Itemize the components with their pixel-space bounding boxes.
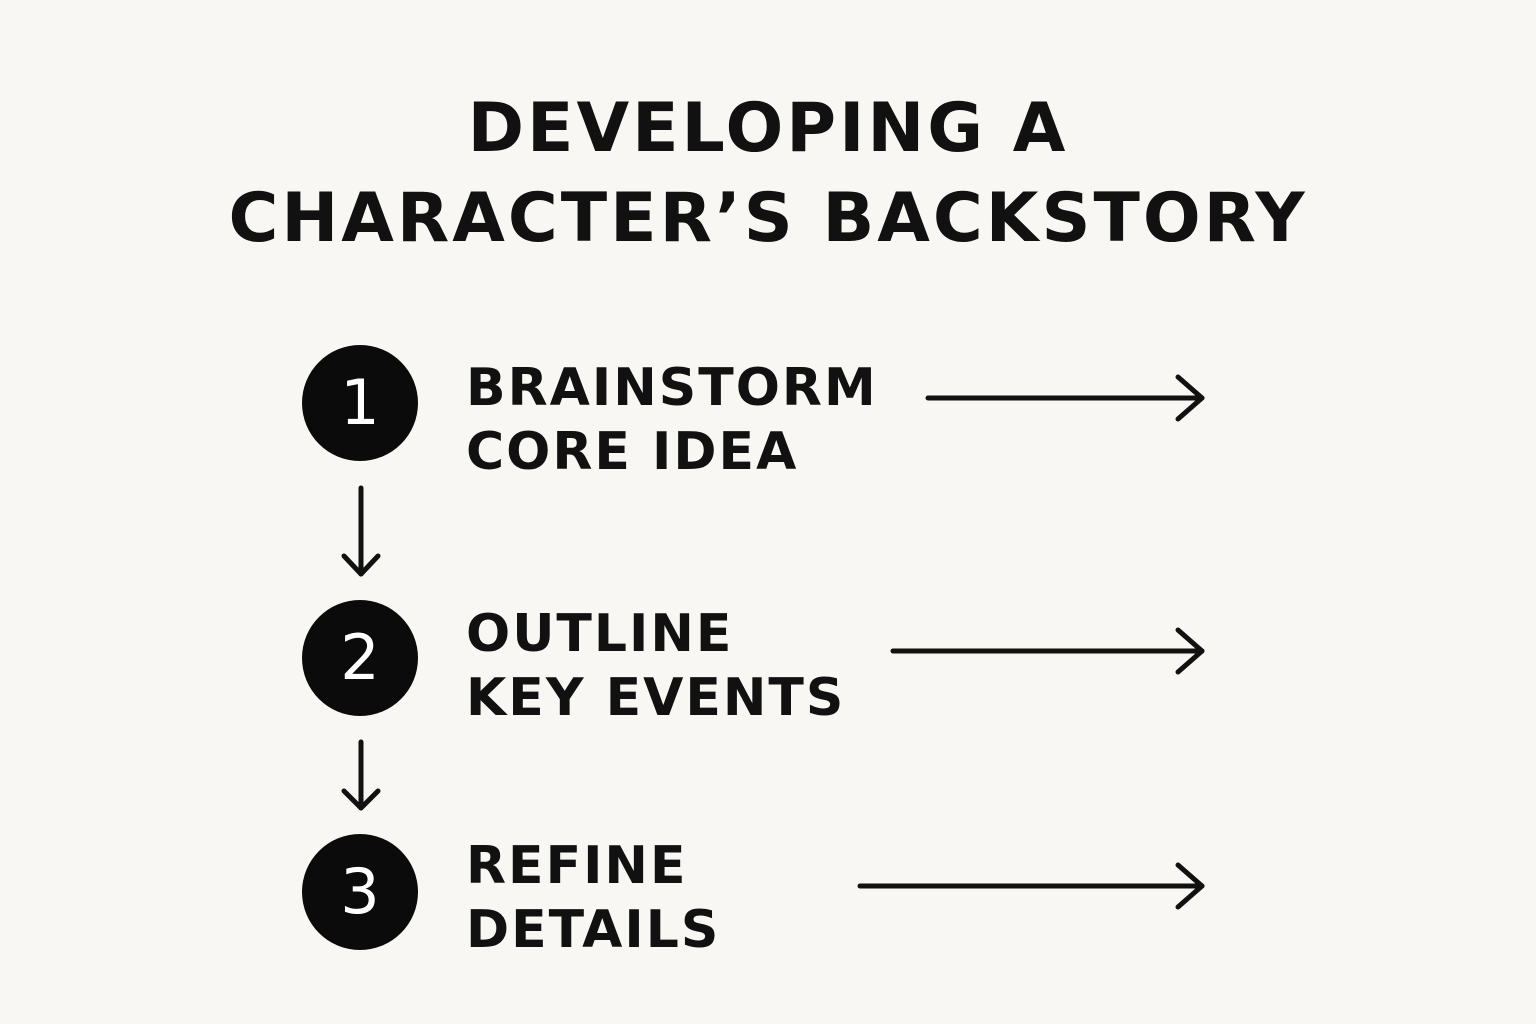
step-2-label-line-1: OUTLINE bbox=[466, 604, 734, 664]
step-2-label-line-2: KEY EVENTS bbox=[466, 668, 846, 728]
step-2-to-3-down-arrow-icon bbox=[341, 739, 381, 811]
diagram-title: DEVELOPING A CHARACTER’S BACKSTORY bbox=[0, 84, 1536, 264]
step-3-right-arrow-icon bbox=[857, 862, 1205, 910]
step-2-number-badge: 2 bbox=[302, 600, 418, 716]
step-3-label-line-1: REFINE bbox=[466, 836, 688, 896]
step-3-label-line-2: DETAILS bbox=[466, 900, 721, 960]
title-line-1: DEVELOPING A bbox=[467, 89, 1069, 168]
step-1-label-line-1: BRAINSTORM bbox=[466, 358, 878, 418]
step-2-right-arrow-icon bbox=[890, 627, 1205, 675]
title-line-2: CHARACTER’S BACKSTORY bbox=[228, 179, 1308, 258]
step-1-label: BRAINSTORM CORE IDEA bbox=[466, 356, 878, 484]
step-1-label-line-2: CORE IDEA bbox=[466, 422, 799, 482]
step-3-label: REFINE DETAILS bbox=[466, 834, 720, 962]
step-1-to-2-down-arrow-icon bbox=[341, 485, 381, 577]
step-3-number-badge: 3 bbox=[302, 834, 418, 950]
step-2-label: OUTLINE KEY EVENTS bbox=[466, 602, 845, 730]
step-1-right-arrow-icon bbox=[925, 374, 1205, 422]
step-1-number-badge: 1 bbox=[302, 345, 418, 461]
